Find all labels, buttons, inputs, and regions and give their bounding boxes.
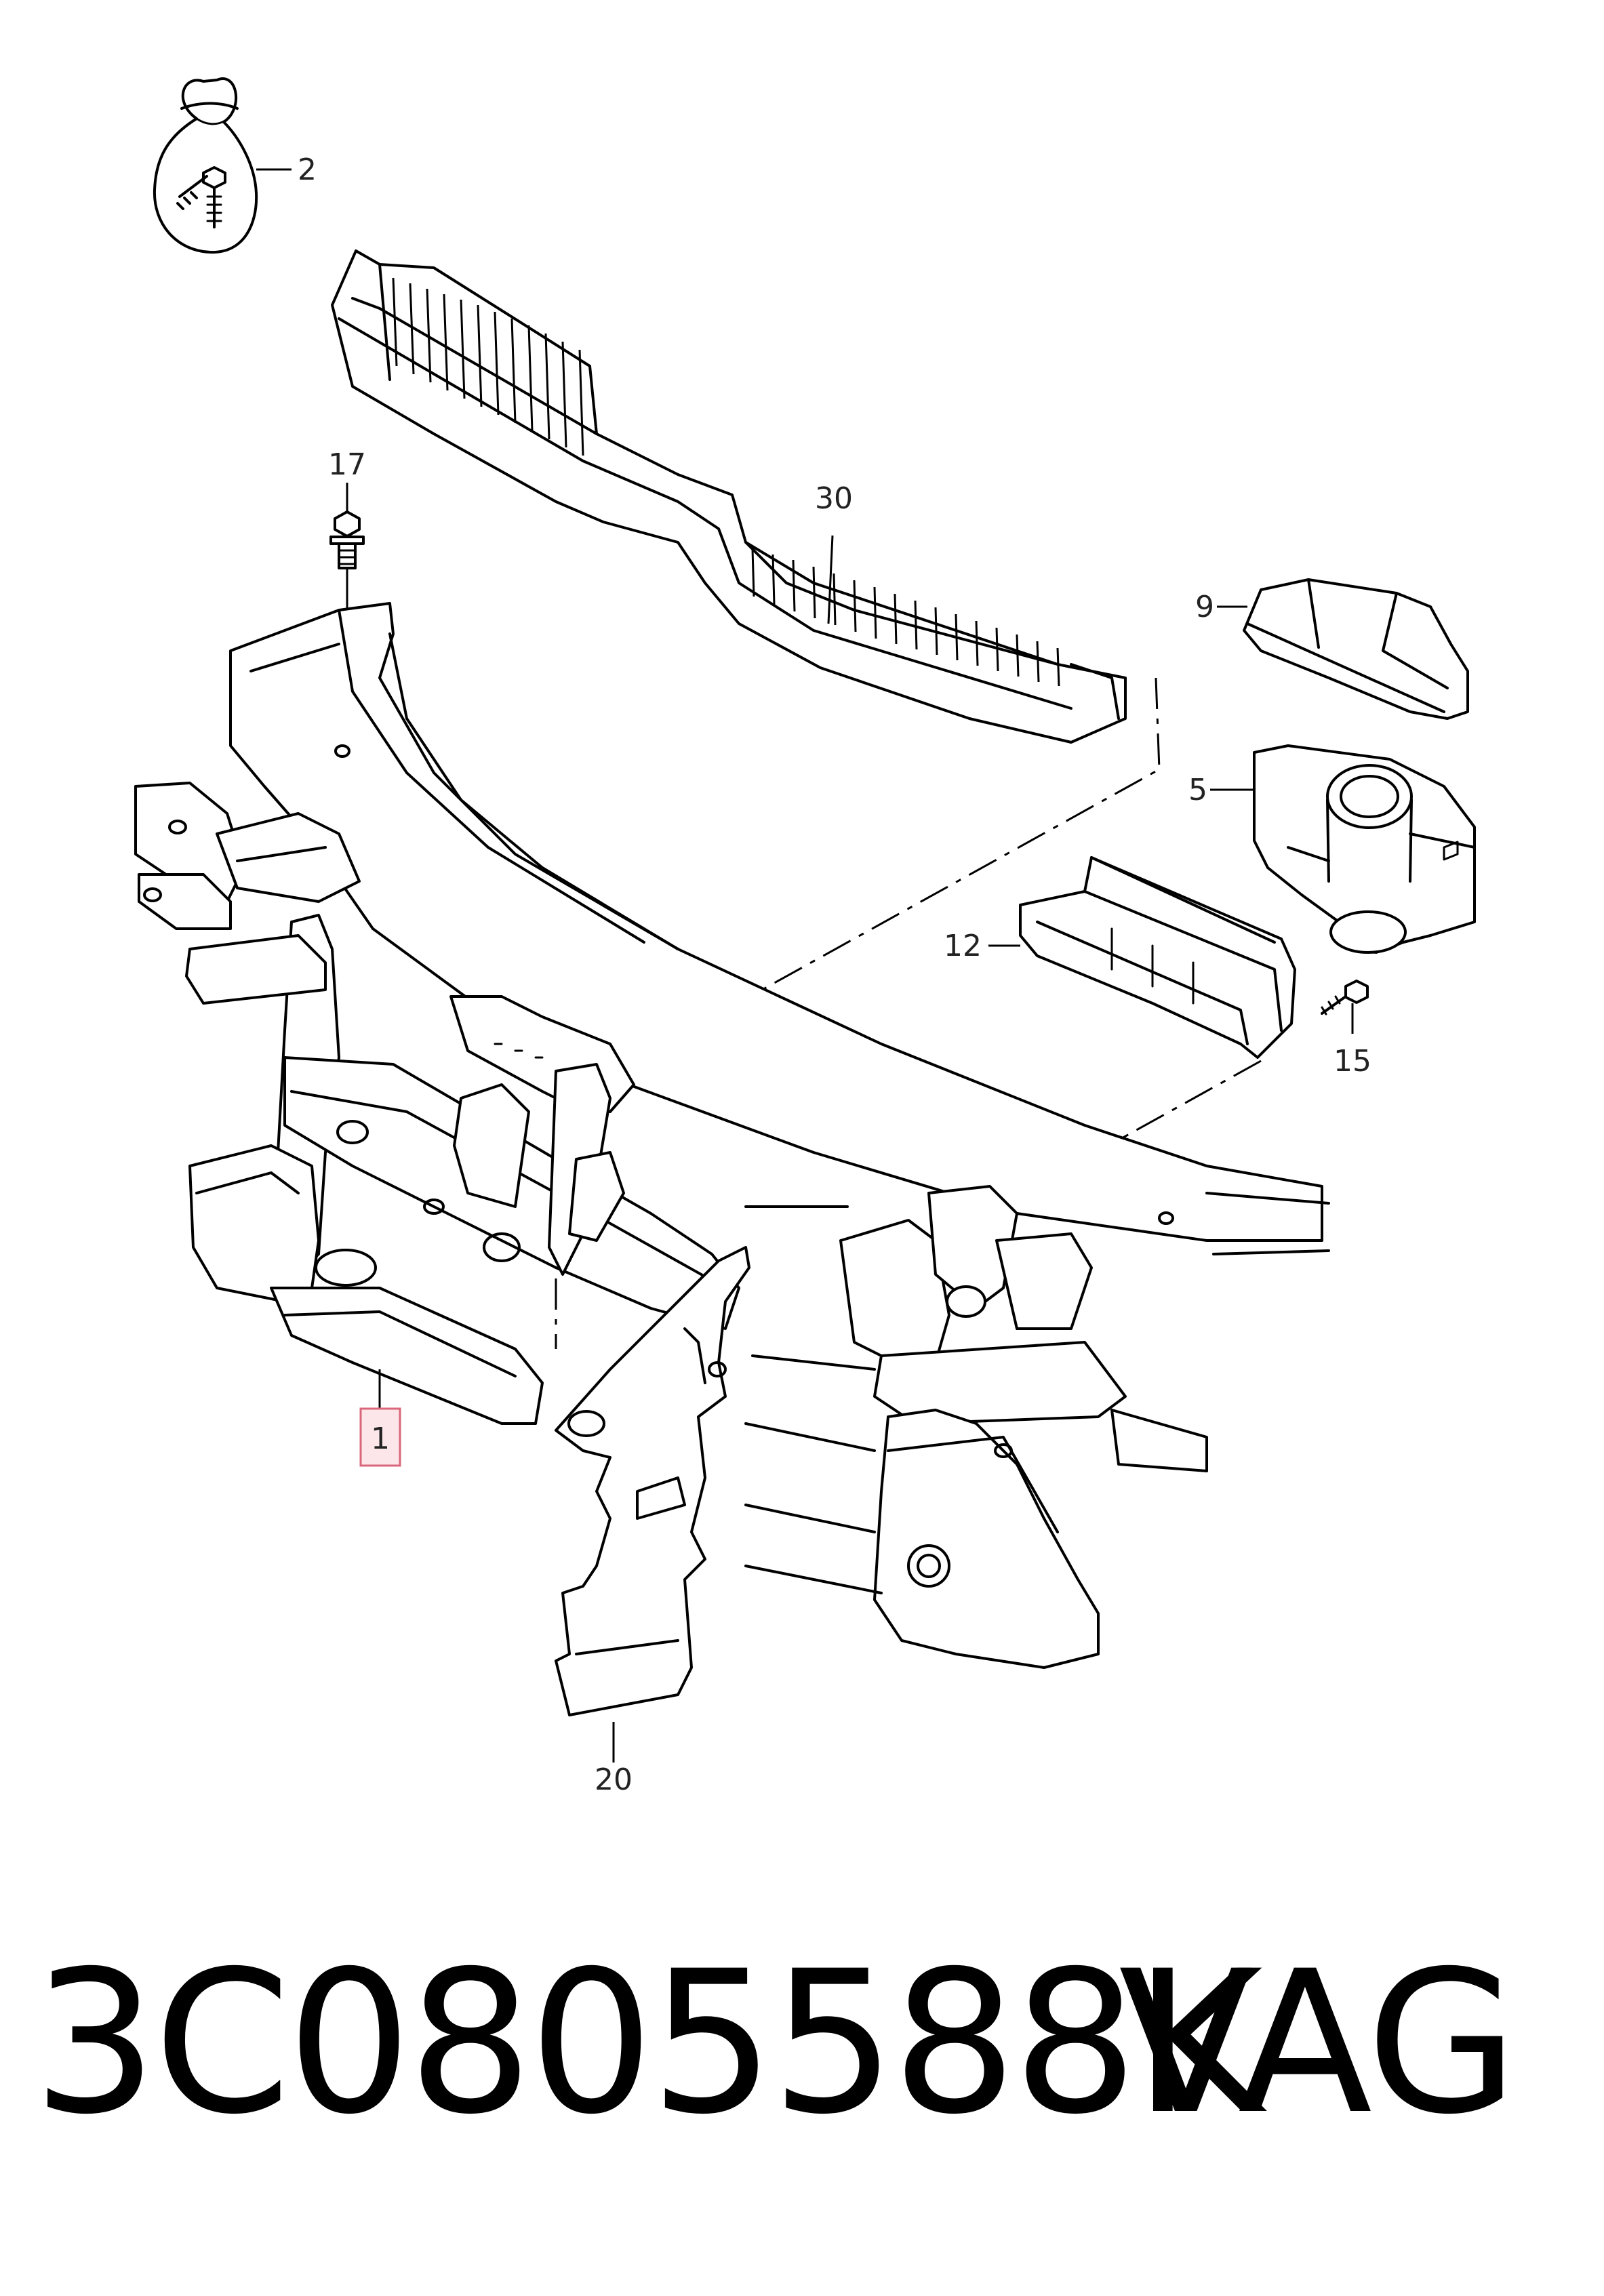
callout-20: 20 [595,1763,633,1797]
callout-30: 30 [815,481,853,516]
part-17-bolt [329,483,365,610]
callout-1: 1 [371,1422,390,1456]
callout-12: 12 [944,929,982,963]
part-9-air-guide [1217,578,1469,720]
callout-9: 9 [1195,590,1214,624]
part-number: 3C0805588K [33,1929,1263,2158]
callout-17: 17 [328,447,366,482]
part-2-screw-bag [153,77,292,254]
callout-15: 15 [1334,1044,1371,1079]
part-20-air-duct [555,1246,750,1763]
callout-5: 5 [1188,773,1207,807]
brand-name: VAG [1119,1929,1519,2158]
part-12-air-guide-duct [988,856,1296,1059]
callout-1-box [359,1369,401,1467]
part-30-cowl-panel [331,249,1127,744]
part-15-screw [1321,980,1369,1034]
part-1-front-carrier [134,602,1330,1669]
callout-2: 2 [298,153,317,187]
part-5-air-duct [1210,744,1476,954]
